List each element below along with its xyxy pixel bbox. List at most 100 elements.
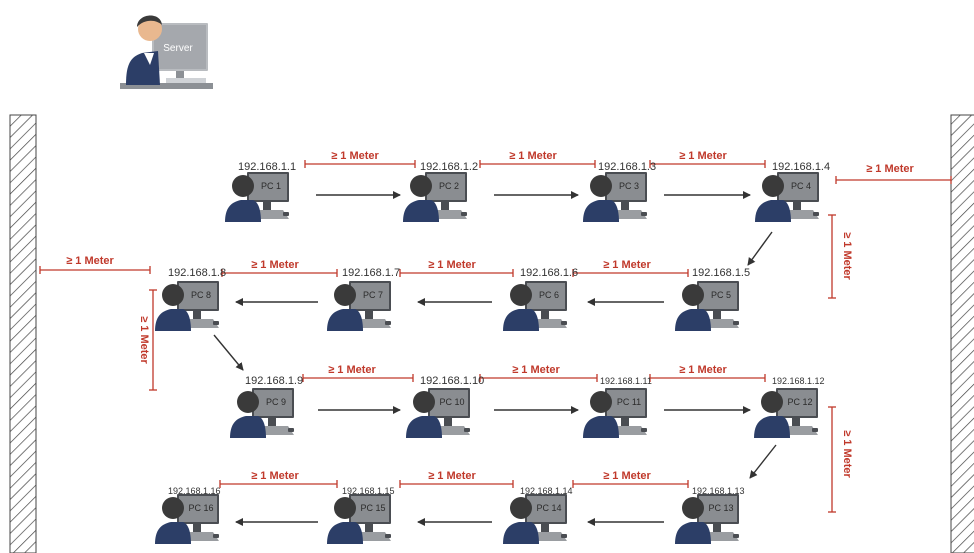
- distance-label: ≥ 1 Meter: [512, 364, 560, 376]
- flow-arrow: [213, 334, 244, 371]
- user-icon: [503, 309, 539, 331]
- distance-marker: ≥ 1 Meter: [649, 150, 766, 168]
- pc-station: PC 15: [327, 494, 391, 544]
- distance-label: ≥ 1 Meter: [509, 150, 557, 162]
- keyboard-icon: [784, 426, 818, 435]
- distance-label: ≥ 1 Meter: [328, 364, 376, 376]
- ip-address: 192.168.1.3: [598, 161, 656, 173]
- ip-address: 192.168.1.15: [342, 486, 395, 496]
- distance-label: ≥ 1 Meter: [866, 163, 914, 175]
- ip-address: 192.168.1.7: [342, 267, 400, 279]
- pc-label: PC 4: [791, 181, 811, 191]
- keyboard-icon: [705, 532, 739, 541]
- user-icon: [155, 522, 191, 544]
- pc-label: PC 16: [188, 503, 213, 513]
- pc-station: PC 5: [675, 281, 739, 331]
- pc-label: PC 9: [266, 397, 286, 407]
- user-icon: [406, 416, 442, 438]
- pc-station: PC 8: [155, 281, 219, 331]
- distance-marker: ≥ 1 Meter: [572, 259, 689, 277]
- distance-label: ≥ 1 Meter: [251, 259, 299, 271]
- ip-address: 192.168.1.11: [600, 376, 652, 386]
- distance-marker: ≥ 1 Meter: [138, 289, 157, 391]
- pc-label: PC 5: [711, 290, 731, 300]
- keyboard-icon: [357, 319, 391, 328]
- pc-station: PC 12: [754, 388, 818, 438]
- right-wall: [950, 114, 974, 553]
- distance-marker: ≥ 1 Meter: [399, 470, 514, 488]
- distance-label: ≥ 1 Meter: [428, 470, 476, 482]
- pc-label: PC 6: [539, 290, 559, 300]
- distance-marker: ≥ 1 Meter: [399, 259, 514, 277]
- distance-label: ≥ 1 Meter: [331, 150, 379, 162]
- keyboard-icon: [613, 426, 647, 435]
- ip-address: 192.168.1.1: [238, 161, 296, 173]
- pc-station: PC 9: [230, 388, 294, 438]
- ip-address: 192.168.1.10: [420, 375, 484, 387]
- pc-label: PC 15: [360, 503, 385, 513]
- ip-address: 192.168.1.9: [245, 375, 303, 387]
- distance-label: ≥ 1 Meter: [679, 150, 727, 162]
- pc-label: PC 10: [439, 397, 464, 407]
- user-icon: [327, 309, 363, 331]
- pc-station: PC 1: [225, 172, 289, 222]
- server-label: Server: [163, 43, 193, 54]
- distance-marker: ≥ 1 Meter: [219, 470, 338, 488]
- left-wall: [9, 114, 37, 553]
- distance-label: ≥ 1 Meter: [66, 255, 114, 267]
- server-operator-icon: Server: [120, 15, 213, 89]
- user-icon: [503, 522, 539, 544]
- pc-label: PC 11: [617, 397, 641, 407]
- distance-marker: ≥ 1 Meter: [304, 150, 416, 168]
- keyboard-icon: [436, 426, 470, 435]
- distance-label: ≥ 1 Meter: [841, 430, 853, 478]
- pc-label: PC 12: [787, 397, 812, 407]
- pc-station: PC 4: [755, 172, 819, 222]
- pc-label: PC 7: [363, 290, 383, 300]
- distance-label: ≥ 1 Meter: [679, 364, 727, 376]
- pc-label: PC 2: [439, 181, 459, 191]
- user-icon: [155, 309, 191, 331]
- keyboard-icon: [433, 210, 467, 219]
- distance-marker: ≥ 1 Meter: [479, 364, 598, 382]
- distance-marker: ≥ 1 Meter: [479, 150, 596, 168]
- pc-station: PC 11: [583, 388, 647, 438]
- ip-address: 192.168.1.8: [168, 267, 226, 279]
- distance-marker: ≥ 1 Meter: [828, 406, 853, 513]
- keyboard-icon: [533, 319, 567, 328]
- pc-label: PC 8: [191, 290, 211, 300]
- ip-address: 192.168.1.5: [692, 267, 750, 279]
- distance-label: ≥ 1 Meter: [428, 259, 476, 271]
- ip-address: 192.168.1.4: [772, 161, 830, 173]
- keyboard-icon: [260, 426, 294, 435]
- distance-marker: ≥ 1 Meter: [39, 255, 151, 274]
- distance-marker: ≥ 1 Meter: [828, 214, 853, 299]
- pc-station: PC 3: [583, 172, 647, 222]
- distance-marker: ≥ 1 Meter: [221, 259, 338, 277]
- pc-station: PC 13: [675, 494, 739, 544]
- flow-arrows: [213, 191, 777, 526]
- pc-station: PC 6: [503, 281, 567, 331]
- ip-address: 192.168.1.14: [520, 486, 573, 496]
- pc-station: PC 2: [403, 172, 467, 222]
- user-icon: [675, 522, 711, 544]
- distance-label: ≥ 1 Meter: [251, 470, 299, 482]
- distance-marker: ≥ 1 Meter: [649, 364, 766, 382]
- ip-address: 192.168.1.16: [168, 486, 221, 496]
- keyboard-icon: [255, 210, 289, 219]
- distance-label: ≥ 1 Meter: [841, 232, 853, 280]
- keyboard-icon: [613, 210, 647, 219]
- user-icon: [327, 522, 363, 544]
- distance-label: ≥ 1 Meter: [603, 470, 651, 482]
- flow-arrow: [747, 231, 773, 266]
- ip-address: 192.168.1.2: [420, 161, 478, 173]
- pc-station: PC 7: [327, 281, 391, 331]
- keyboard-icon: [357, 532, 391, 541]
- keyboard-icon: [185, 532, 219, 541]
- pc-label: PC 14: [536, 503, 561, 513]
- user-icon: [583, 200, 619, 222]
- user-icon: [675, 309, 711, 331]
- keyboard-icon: [785, 210, 819, 219]
- keyboard-icon: [533, 532, 567, 541]
